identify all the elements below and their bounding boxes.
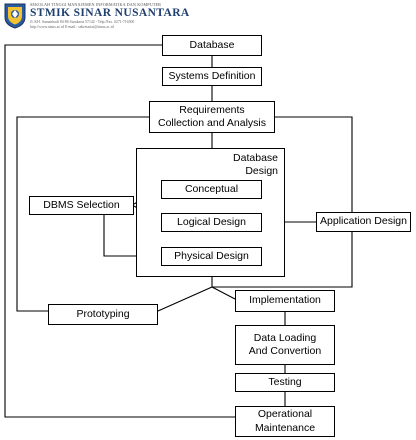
- physical-design-label: Physical Design: [174, 249, 249, 262]
- dbms-selection-node: DBMS Selection: [29, 196, 134, 215]
- physical-design-node: Physical Design: [161, 247, 262, 266]
- college-header: SEKOLAH TINGGI MANAJEMEN INFORMATIKA DAN…: [30, 2, 190, 30]
- requirements-label: Requirements Collection and Analysis: [158, 103, 266, 129]
- header-title: STMIK SINAR NUSANTARA: [30, 7, 190, 19]
- database-node: Database: [162, 35, 262, 56]
- testing-node: Testing: [235, 373, 335, 392]
- database-node-label: Database: [189, 38, 235, 51]
- systems-definition-node: Systems Definition: [162, 67, 262, 86]
- conceptual-label: Conceptual: [184, 182, 239, 195]
- prototyping-node: Prototyping: [48, 304, 158, 325]
- connector-merge-implementation: [211, 286, 236, 300]
- header-small-line: SEKOLAH TINGGI MANAJEMEN INFORMATIKA DAN…: [30, 2, 162, 7]
- testing-label: Testing: [268, 375, 302, 388]
- header-address-1: Jl. KH. Samanhudi 84-86 Surakarta 57142 …: [30, 20, 135, 24]
- logical-design-label: Logical Design: [177, 215, 246, 228]
- logical-design-node: Logical Design: [161, 213, 262, 232]
- dbms-selection-label: DBMS Selection: [43, 198, 120, 211]
- systems-definition-label: Systems Definition: [168, 69, 256, 82]
- college-seal-logo: [3, 2, 27, 29]
- connector-requirements-application: [275, 116, 353, 212]
- implementation-node: Implementation: [235, 290, 335, 312]
- operational-maintenance-label: Operational Maintenance: [254, 408, 316, 434]
- loop-requirements-prototyping: [16, 116, 149, 312]
- connector-prototyping-merge: [157, 286, 213, 312]
- implementation-label: Implementation: [249, 294, 321, 307]
- prototyping-label: Prototyping: [76, 307, 130, 320]
- data-loading-label: Data Loading And Convertion: [248, 331, 322, 357]
- application-design-node: Application Design: [316, 212, 411, 232]
- loop-maintenance-to-database: [4, 44, 235, 418]
- requirements-node: Requirements Collection and Analysis: [149, 101, 275, 133]
- conceptual-node: Conceptual: [161, 180, 262, 199]
- connector-application-merge: [212, 232, 353, 288]
- database-design-label: Database Design: [233, 152, 278, 177]
- header-address-2: http://www.sinus.ac.id E-mail : sekretar…: [30, 25, 114, 29]
- data-loading-node: Data Loading And Convertion: [235, 325, 335, 365]
- application-design-label: Application Design: [320, 215, 407, 228]
- operational-maintenance-node: Operational Maintenance: [235, 406, 335, 437]
